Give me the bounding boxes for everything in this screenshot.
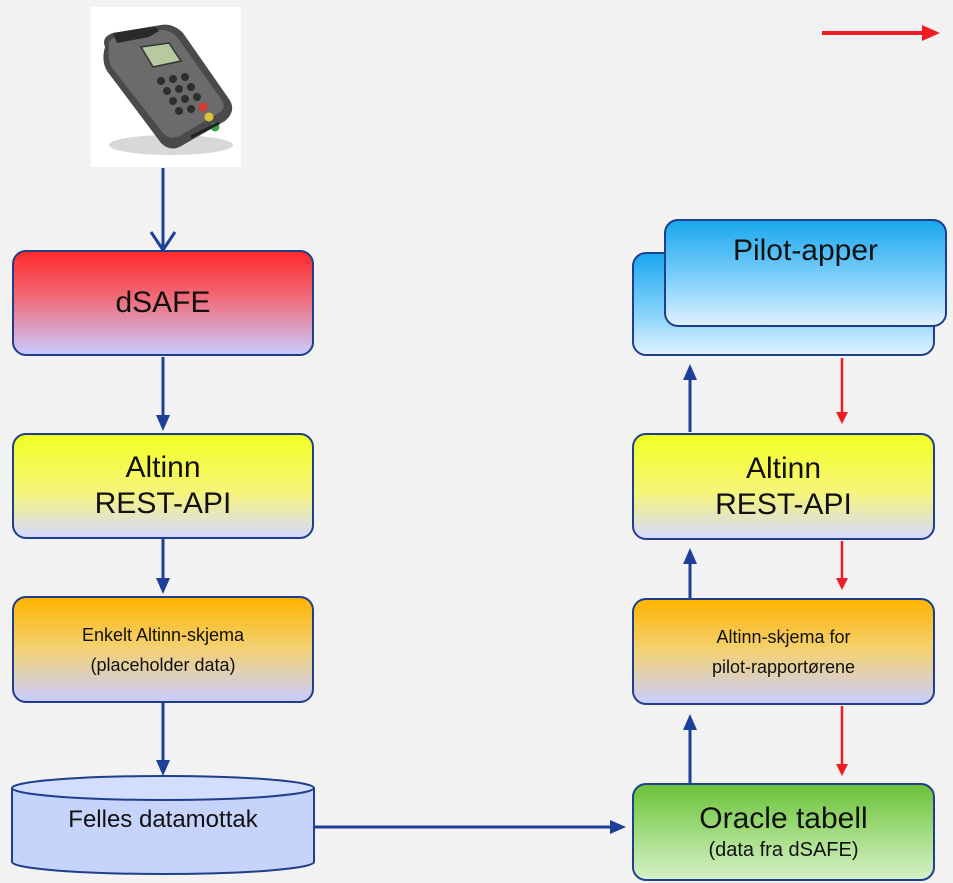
oracle-line1: Oracle tabell: [699, 802, 868, 835]
dsafe-label: dSAFE: [115, 286, 211, 319]
payment-terminal-image: [91, 7, 241, 167]
altinn-left-line2: REST-API: [94, 487, 232, 520]
altinn-left-line1: Altinn: [125, 451, 201, 484]
pilot-apper-label: Pilot-apper: [732, 234, 879, 267]
dsafe-box: dSAFE: [12, 250, 314, 356]
payment-terminal-icon: [103, 24, 233, 155]
enkelt-altinn-skjema-box: Enkelt Altinn-skjema (placeholder data): [12, 596, 314, 703]
felles-datamottak-cylinder: [11, 775, 315, 875]
oracle-line2: (data fra dSAFE): [708, 839, 859, 861]
schema-left-line1: Enkelt Altinn-skjema: [81, 624, 245, 645]
altinn-skjema-pilot-box: Altinn-skjema for pilot-rapportørene: [632, 598, 935, 705]
altinn-rest-api-right-box: Altinn REST-API: [632, 433, 935, 540]
legend-red-arrow-icon: [822, 25, 940, 41]
pilot-apper-box: Pilot-apper: [664, 219, 947, 327]
schema-left-line2: (placeholder data): [90, 654, 236, 675]
altinn-right-line2: REST-API: [715, 487, 852, 521]
oracle-tabell-box: Oracle tabell (data fra dSAFE): [632, 783, 935, 881]
altinn-rest-api-left-box: Altinn REST-API: [12, 433, 314, 539]
felles-datamottak-label: Felles datamottak: [68, 806, 258, 833]
schema-right-line1: Altinn-skjema for: [716, 626, 851, 647]
arrow-terminal-to-dsafe: [149, 168, 177, 253]
schema-right-line2: pilot-rapportørene: [711, 656, 856, 677]
altinn-right-line1: Altinn: [745, 451, 822, 485]
